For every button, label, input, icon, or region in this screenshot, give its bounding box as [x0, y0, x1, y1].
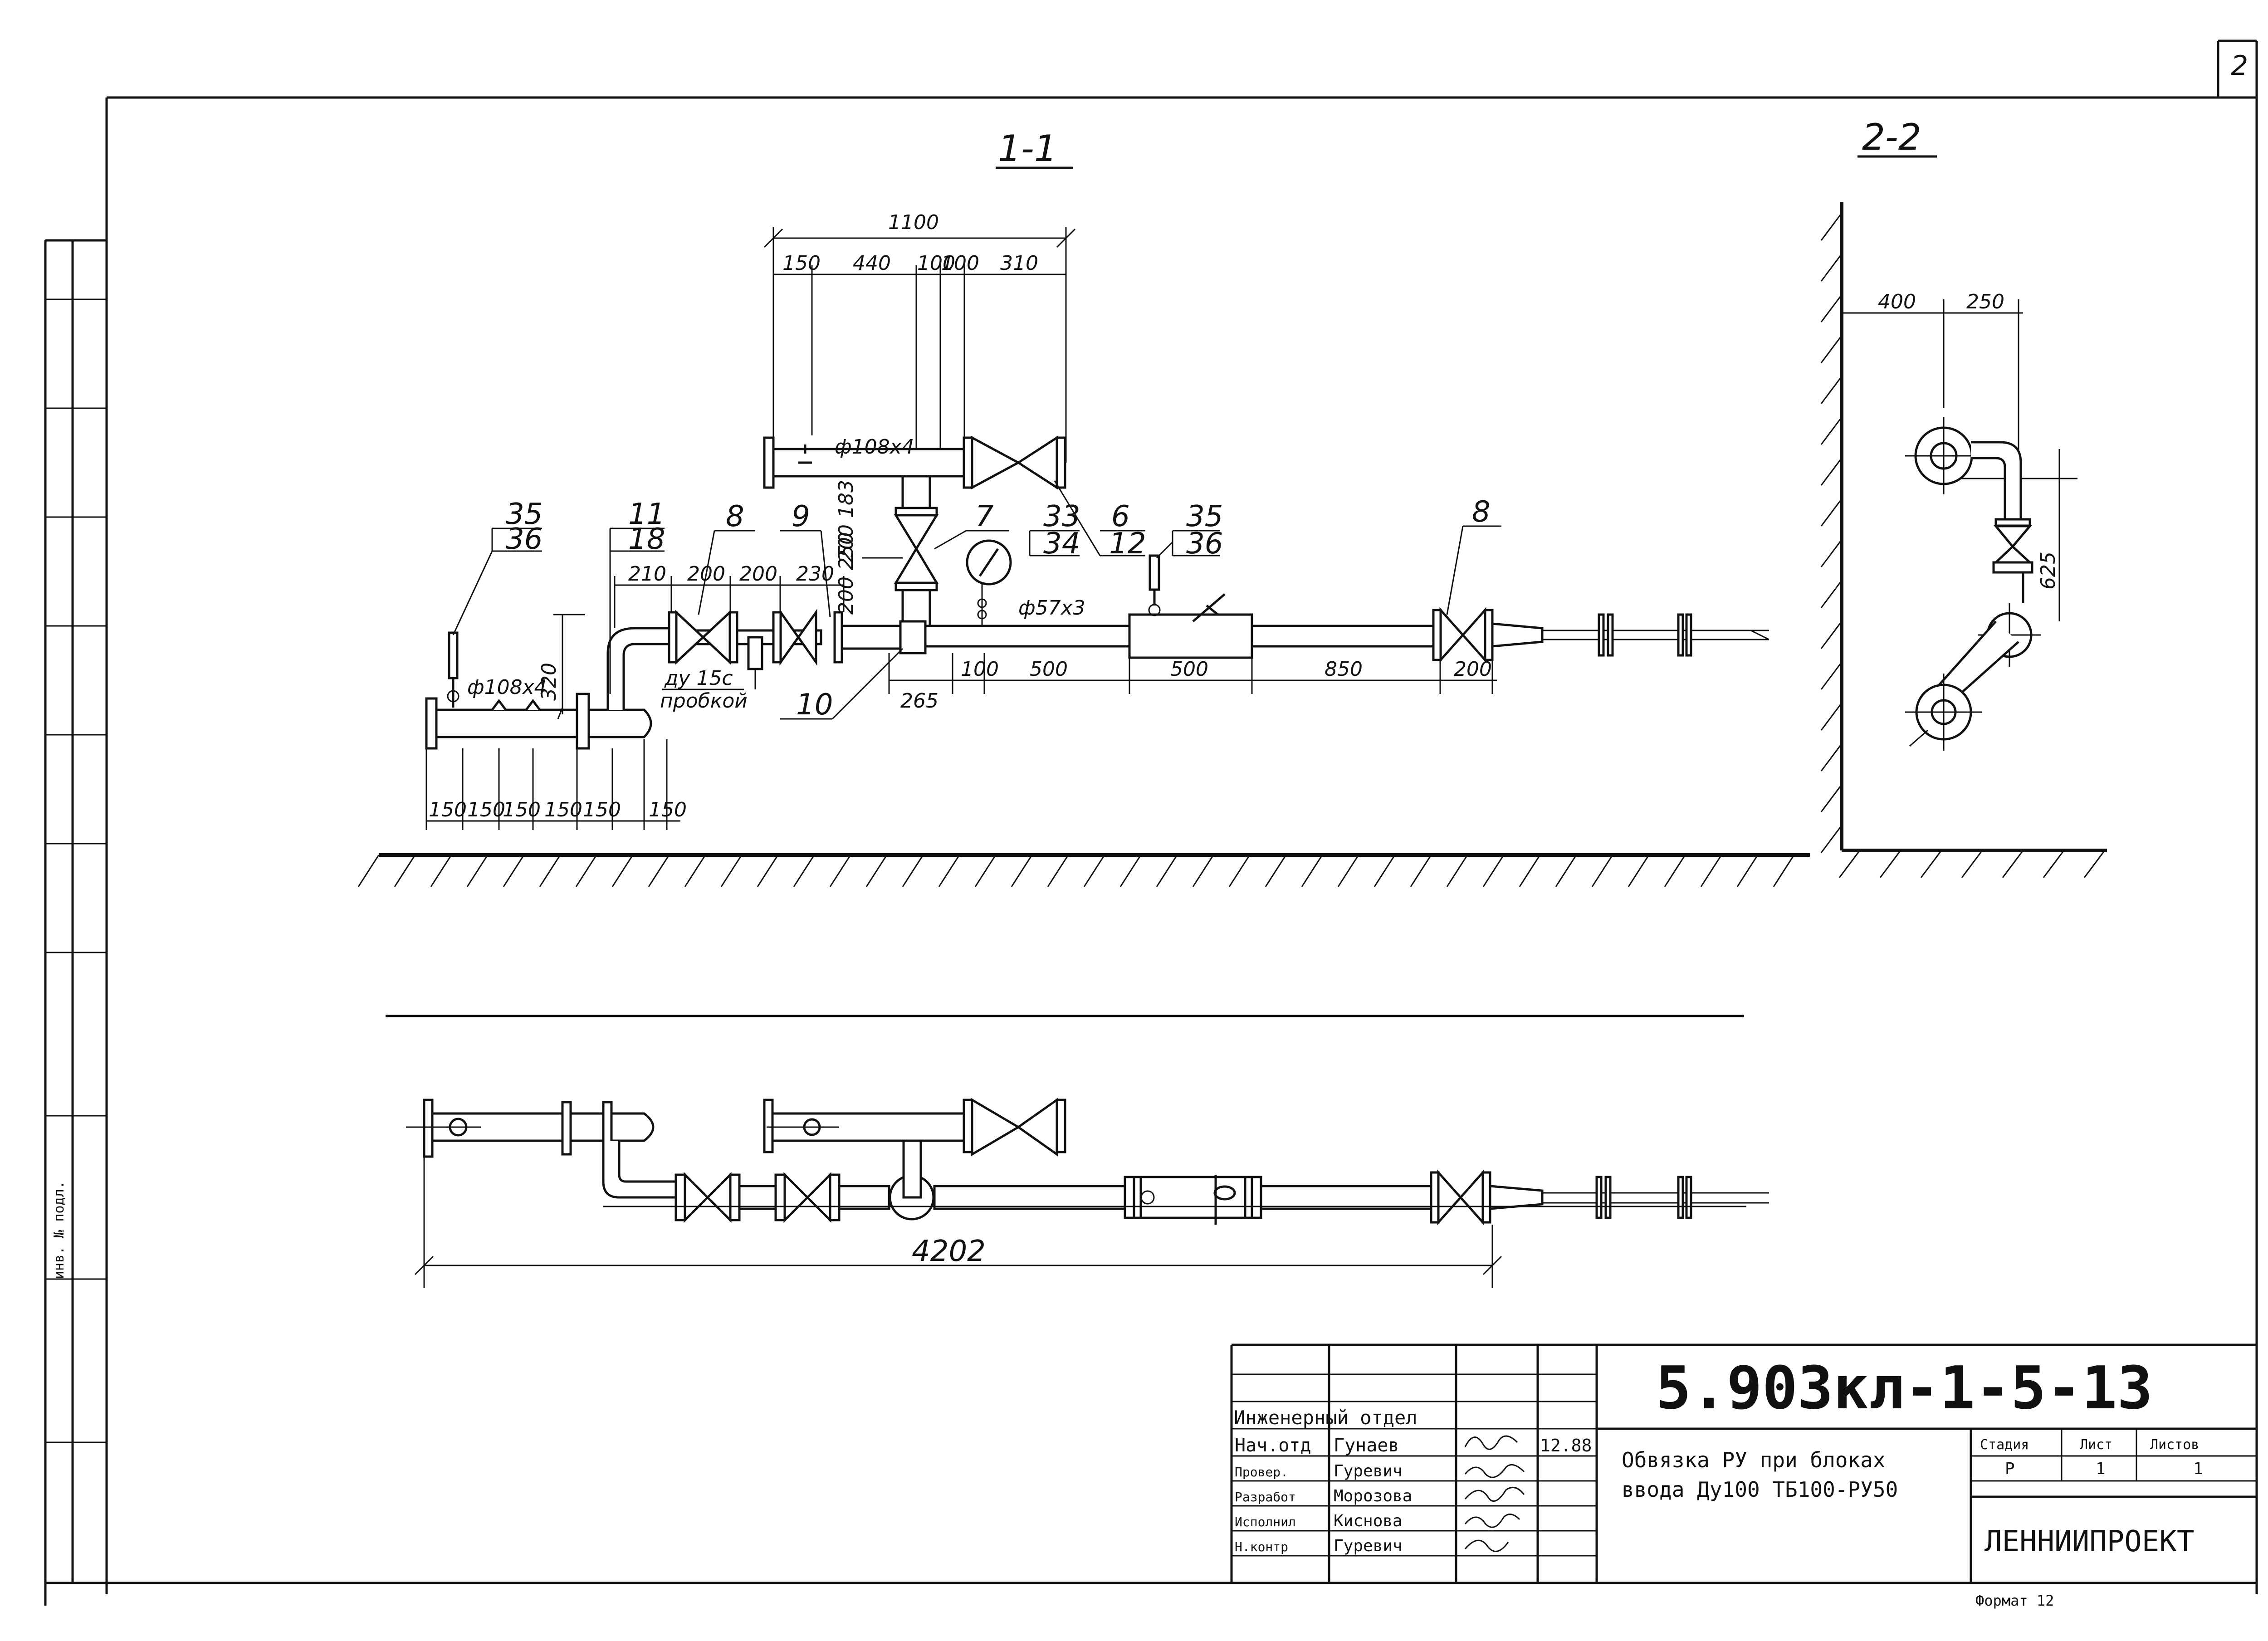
callout-10: 10: [796, 688, 833, 722]
dim-625: 625: [2037, 552, 2060, 590]
section-1-label: 1-1: [998, 127, 1057, 170]
left-side-strip: инв. № подл.: [44, 239, 107, 1606]
dim-440: 440: [853, 252, 891, 275]
callout-11: 11: [628, 498, 665, 531]
signature-1: [1464, 1464, 1525, 1478]
sheets-header: Листов: [2150, 1437, 2199, 1453]
stage-value: Р: [2005, 1460, 2015, 1478]
title-block: 5.903кл-1-5-13 Инженерный отдел Нач.отд …: [1230, 1343, 2257, 1609]
callout-8: 8: [726, 500, 744, 533]
dim-200-under: 200: [1454, 658, 1492, 681]
format-label: Формат 12: [1975, 1592, 2054, 1609]
role-2: Разработ: [1235, 1490, 1296, 1504]
dim-100b: 100: [941, 252, 979, 275]
stage-header: Стадия: [1980, 1437, 2029, 1453]
callout-35-right: 35: [1186, 500, 1223, 533]
department: Инженерный отдел: [1234, 1407, 1418, 1429]
callout-8-right: 8: [1472, 495, 1491, 529]
title-line-1: Обвязка РУ при блоках: [1622, 1448, 1886, 1472]
pipe-branch-diameter: ф57х3: [1018, 596, 1085, 620]
plug-label: пробкой: [660, 689, 748, 713]
role-4: Н.контр: [1235, 1539, 1288, 1554]
dim-b2: 150: [467, 798, 505, 821]
signature-0: [1464, 1435, 1518, 1450]
callout-12: 12: [1109, 527, 1146, 561]
dim-500a: 500: [1030, 658, 1068, 681]
dim-310: 310: [1000, 252, 1038, 275]
callout-36-right: 36: [1186, 527, 1223, 561]
dim-100a: 100: [917, 252, 955, 275]
signature-3: [1464, 1514, 1520, 1528]
signature-2: [1464, 1486, 1525, 1502]
upper-pipe: ф108х4: [763, 435, 1066, 490]
callouts-section-1: 35 36 11 18 8 9 10 7 33 34 6 12 35: [452, 480, 1501, 722]
dim-b5: 150: [583, 798, 621, 821]
name-2: Морозова: [1334, 1487, 1412, 1505]
name-1: Гуревич: [1334, 1462, 1403, 1480]
callout-33: 33: [1043, 500, 1080, 533]
section-2-pipes: 400 250 625: [1842, 290, 2077, 751]
callout-34: 34: [1043, 527, 1080, 561]
main-pipeline: ф108х4 ф57х3 ду 15с пробкой: [425, 539, 1769, 750]
dim-200-183: 200 183: [835, 480, 858, 562]
dim-210: 210: [628, 562, 666, 586]
pipe-main-diameter: ф108х4: [467, 676, 547, 699]
title-line-2: ввода Ду100 ТБ100-РУ50: [1622, 1477, 1898, 1502]
du-label: ду 15с: [664, 667, 733, 690]
callout-6: 6: [1111, 500, 1130, 533]
role-0: Нач.отд: [1235, 1435, 1311, 1456]
pipe-top-diameter: ф108х4: [835, 435, 914, 459]
role-3: Исполнил: [1235, 1514, 1296, 1529]
dim-4202: 4202: [912, 1235, 986, 1268]
callout-35-left: 35: [506, 498, 543, 531]
ground-line-section-1: [357, 853, 1810, 887]
dim-200-250: 200 250: [835, 532, 858, 615]
callout-18: 18: [628, 523, 665, 556]
dim-500b: 500: [1170, 658, 1208, 681]
callout-9: 9: [792, 500, 810, 533]
sheets-value: 1: [2193, 1460, 2203, 1478]
name-0: Гунаев: [1334, 1435, 1399, 1456]
dim-b4: 150: [544, 798, 582, 821]
callout-36-left: 36: [506, 523, 543, 556]
dim-400: 400: [1878, 290, 1916, 313]
top-dimension-chain: 1100 150 440 100 100 310: [763, 211, 1076, 463]
dim-100-under: 100: [961, 658, 999, 681]
dim-200b: 200: [739, 562, 777, 586]
dim-250: 250: [1966, 290, 2004, 313]
dim-1100: 1100: [888, 211, 939, 234]
dim-850: 850: [1325, 658, 1363, 681]
sheet-frame: [45, 39, 2258, 1594]
name-4: Гуревич: [1334, 1537, 1403, 1555]
name-3: Киснова: [1334, 1512, 1403, 1530]
organization: ЛЕННИИПРОЕКТ: [1984, 1525, 2194, 1558]
dim-265: 265: [900, 689, 938, 713]
dim-b6: 150: [649, 798, 687, 821]
dim-230: 230: [796, 562, 834, 586]
date-0: 12.88: [1540, 1436, 1592, 1455]
signature-4: [1464, 1539, 1509, 1552]
dims-below-main: 265 100 500 500 850 200 150 150 150 150 …: [425, 653, 1497, 830]
dim-b1: 150: [429, 798, 467, 821]
vertical-riser: 200 183 200 250: [835, 475, 939, 635]
dim-320: 320: [538, 663, 561, 701]
section-2-label: 2-2: [1862, 116, 1921, 158]
dim-b3: 150: [503, 798, 541, 821]
callout-7: 7: [975, 500, 994, 533]
dims-above-main: 210 200 200 230 320: [538, 562, 845, 714]
sheet-value: 1: [2096, 1460, 2106, 1478]
role-1: Провер.: [1235, 1465, 1288, 1480]
plan-view: 4202: [406, 1098, 1769, 1288]
stamp-text: инв. № подл.: [51, 1181, 67, 1279]
sheet-number: 2: [2231, 50, 2248, 82]
drawing-code: 5.903кл-1-5-13: [1656, 1353, 2153, 1422]
dim-150-top: 150: [782, 252, 821, 275]
sheet-header: Лист: [2080, 1437, 2112, 1453]
section-2-wall: [1820, 202, 2107, 878]
